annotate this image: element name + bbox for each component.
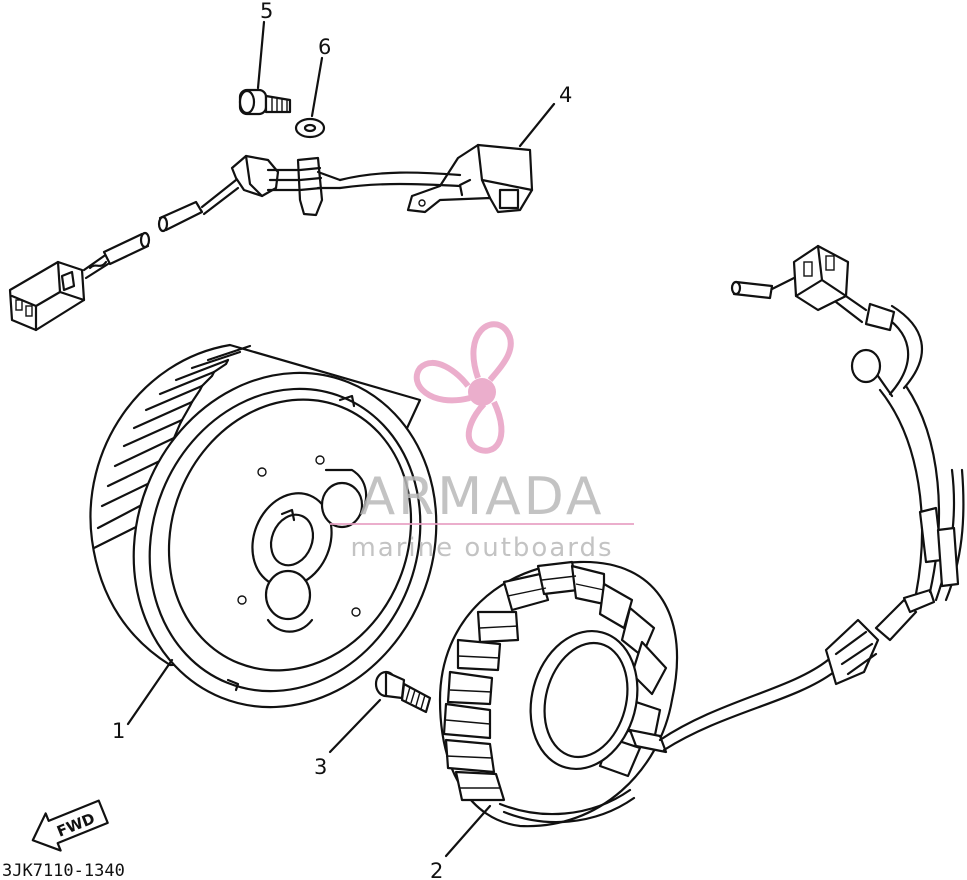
fwd-arrow-icon: FWD <box>31 799 109 852</box>
callout-4: 4 <box>559 83 572 107</box>
watermark-logo: ARMADA marine outboards <box>330 321 634 563</box>
bolt-part-3 <box>374 670 432 714</box>
watermark-tagline: marine outboards <box>350 533 613 563</box>
stator-part-2 <box>438 560 679 828</box>
propeller-icon <box>413 321 514 454</box>
leader-lines <box>126 20 556 858</box>
washer-part-6 <box>294 117 326 139</box>
part-code: 3JK7110-1340 <box>2 861 125 880</box>
callout-3: 3 <box>314 755 327 779</box>
callout-2: 2 <box>430 859 443 880</box>
callout-1: 1 <box>112 719 125 743</box>
callout-5: 5 <box>260 0 273 23</box>
watermark-brand: ARMADA <box>360 467 605 527</box>
flywheel-part-1 <box>89 343 438 709</box>
bolt-part-5 <box>238 88 292 116</box>
stator-harness <box>658 244 965 752</box>
callout-6: 6 <box>318 35 331 59</box>
pulser-coil-part-4 <box>8 143 534 332</box>
